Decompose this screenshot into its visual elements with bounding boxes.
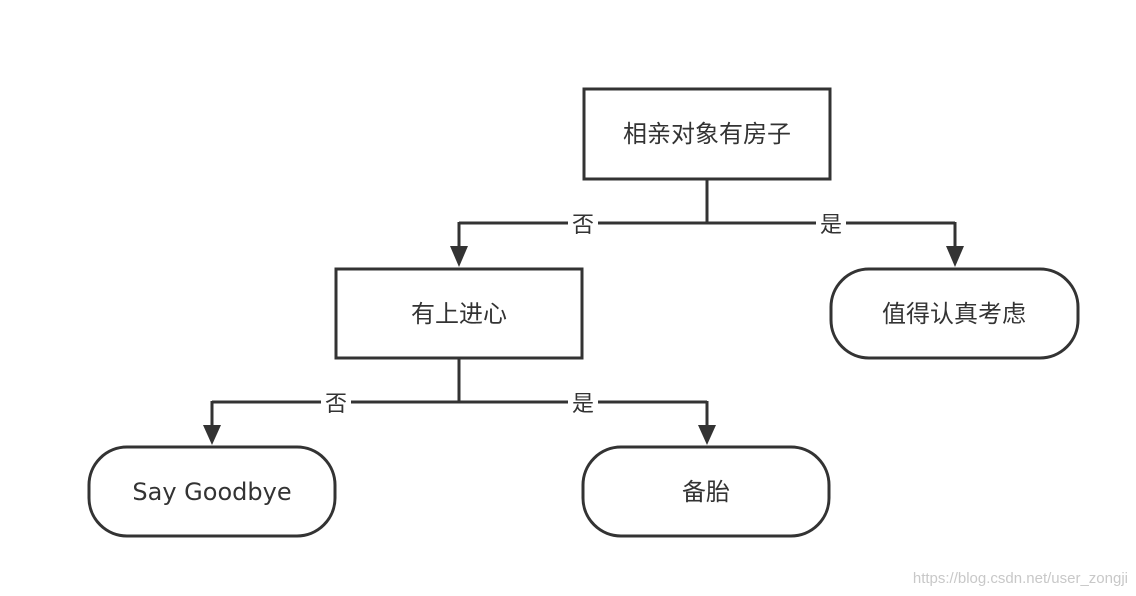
arrow-root-no <box>450 222 468 267</box>
node-yes-right: 值得认真考虑 <box>829 267 1080 360</box>
edge-label-mid-yes-text: 是 <box>572 392 594 417</box>
arrow-root-yes <box>946 222 964 267</box>
arrow-mid-yes <box>698 401 716 445</box>
node-mid: 有上进心 <box>334 267 584 360</box>
node-yes-right-label: 值得认真考虑 <box>882 300 1026 328</box>
arrow-mid-no <box>203 401 221 445</box>
node-say-goodbye: Say Goodbye <box>87 445 337 538</box>
watermark-text: https://blog.csdn.net/user_zongji <box>913 570 1128 587</box>
edge-label-root-no-text: 否 <box>572 213 594 238</box>
node-backup-label: 备胎 <box>682 478 730 506</box>
edge-label-root-no: 否 <box>568 210 598 238</box>
edge-label-mid-no-text: 否 <box>325 392 347 417</box>
edge-label-root-yes: 是 <box>816 210 846 238</box>
connector-mid <box>212 358 707 404</box>
node-say-goodbye-label: Say Goodbye <box>132 478 291 506</box>
node-root: 相亲对象有房子 <box>582 87 832 181</box>
edge-label-root-yes-text: 是 <box>820 213 842 238</box>
edge-label-mid-no: 否 <box>321 389 351 417</box>
node-backup: 备胎 <box>581 445 831 538</box>
connector-root <box>459 179 955 225</box>
node-root-label: 相亲对象有房子 <box>623 120 791 148</box>
node-mid-label: 有上进心 <box>411 300 507 328</box>
edge-label-mid-yes: 是 <box>568 389 598 417</box>
